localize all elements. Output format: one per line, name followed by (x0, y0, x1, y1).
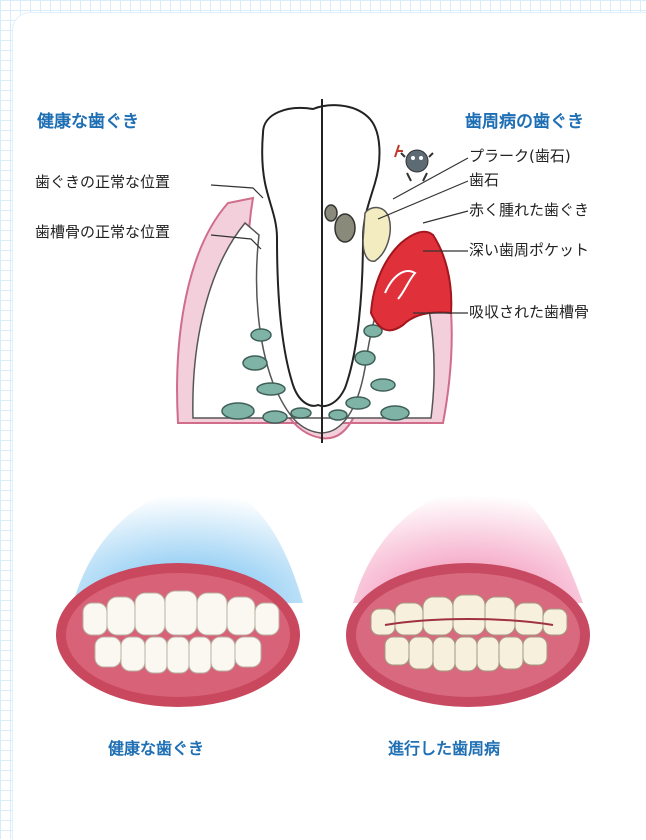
healthy-gums-photo (56, 563, 300, 707)
label-tartar: 歯石 (469, 171, 499, 189)
periodontal-disease-photo (346, 563, 590, 707)
label-plaque: プラーク(歯石) (469, 147, 571, 165)
label-normal-gum-position: 歯ぐきの正常な位置 (35, 173, 170, 191)
healthy-gums-title: 健康な歯ぐき (37, 107, 139, 132)
periodontal-diagram (13, 13, 646, 840)
diseased-gums-title: 歯周病の歯ぐき (465, 107, 584, 132)
bacteria-icon (395, 145, 433, 181)
label-deep-pocket: 深い歯周ポケット (469, 241, 589, 259)
disease-photo-caption: 進行した歯周病 (388, 735, 500, 759)
plaque-deposit (335, 214, 355, 242)
label-swollen-gum: 赤く腫れた歯ぐき (469, 201, 589, 219)
content-card: 健康な歯ぐき 歯周病の歯ぐき 歯ぐきの正常な位置 歯槽骨の正常な位置 プラーク(… (12, 12, 646, 840)
healthy-photo-caption: 健康な歯ぐき (108, 735, 204, 759)
label-absorbed-bone: 吸収された歯槽骨 (469, 303, 589, 321)
label-normal-bone-position: 歯槽骨の正常な位置 (35, 223, 170, 241)
